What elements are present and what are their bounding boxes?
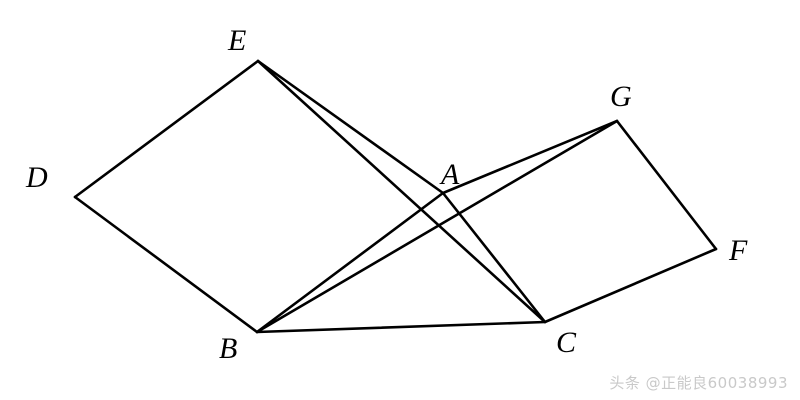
- segment-bg: [255, 119, 619, 334]
- vertex-label-g: G: [610, 80, 632, 113]
- vertex-label-f: F: [729, 234, 748, 267]
- segment-ac: [441, 191, 547, 324]
- segment-ec: [256, 59, 547, 324]
- segment-ga: [441, 119, 619, 195]
- segments-group: [73, 59, 718, 334]
- vertex-label-b: B: [219, 332, 238, 365]
- segment-fg: [615, 119, 718, 251]
- vertex-label-d: D: [26, 161, 48, 194]
- segment-de: [73, 59, 260, 199]
- segment-ab: [255, 191, 445, 334]
- segment-cf: [543, 247, 718, 324]
- vertex-label-a: A: [441, 158, 460, 191]
- segment-bc: [255, 320, 547, 334]
- segment-bd: [73, 195, 259, 334]
- vertex-label-c: C: [556, 326, 577, 359]
- segment-ea: [256, 59, 445, 195]
- vertex-label-e: E: [228, 24, 247, 57]
- watermark-text: 头条 @正能良60038993: [609, 374, 788, 392]
